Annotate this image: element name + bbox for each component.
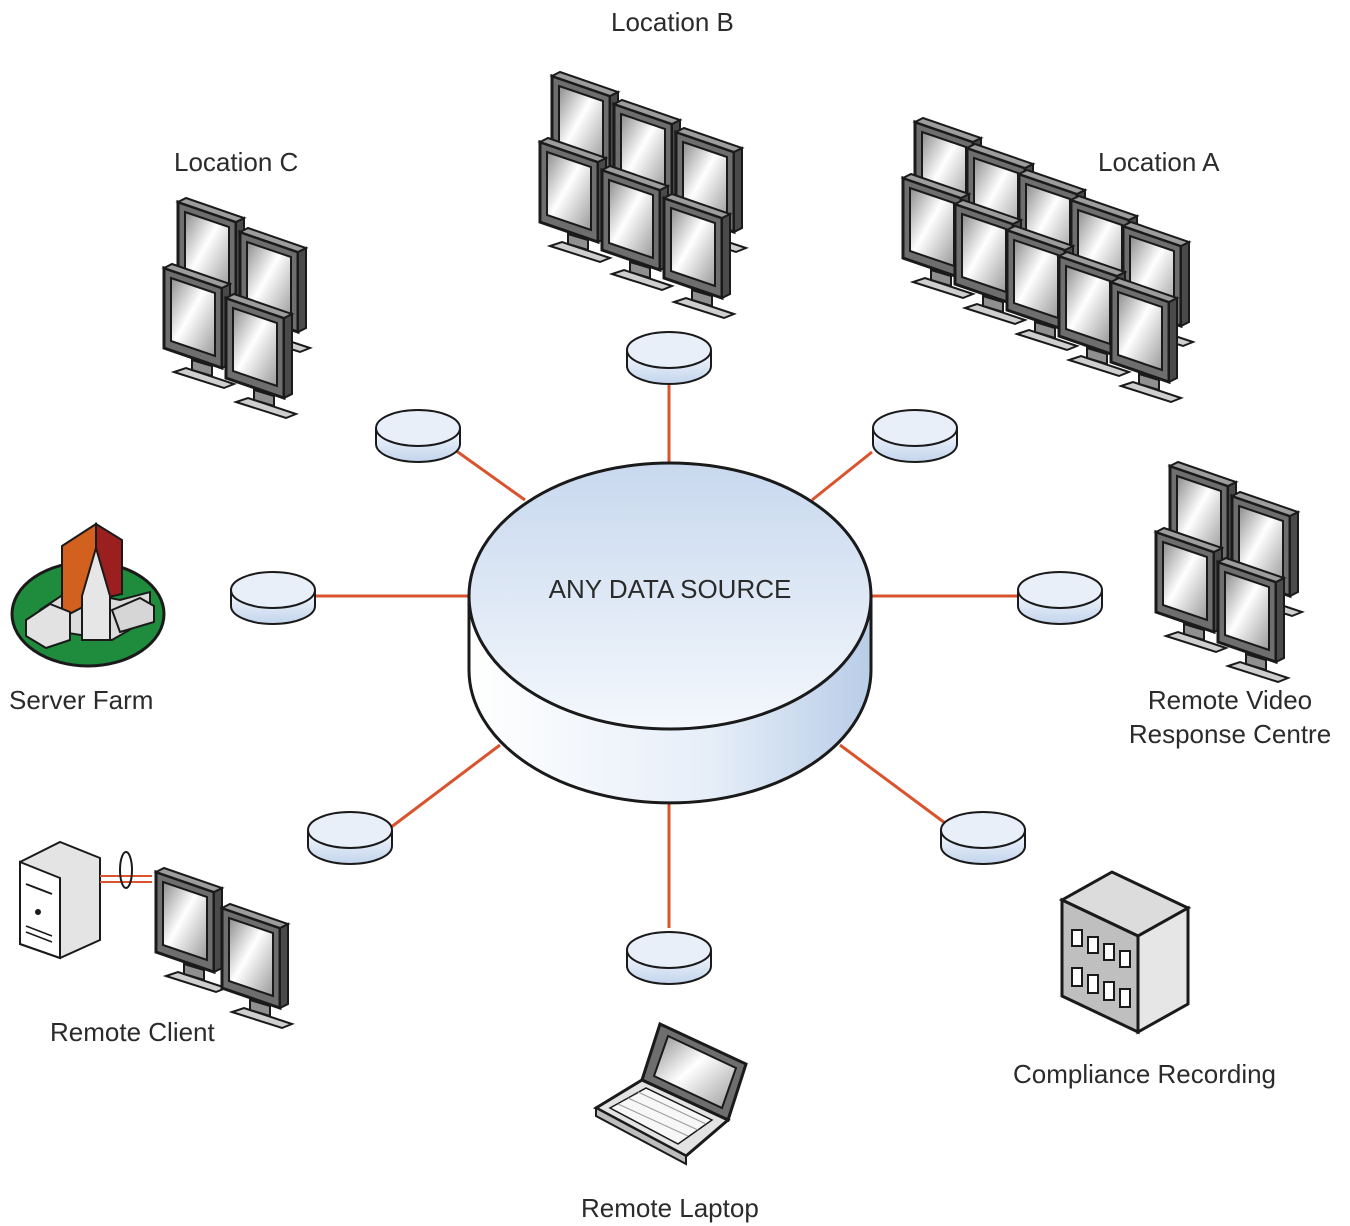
remote-video-label-line1: Remote Video [1147, 685, 1313, 715]
network-node-disk-icon [1017, 571, 1103, 625]
remote-client-label: Remote Client [50, 1017, 215, 1047]
network-node-disk-icon [307, 811, 393, 865]
network-node-disk-icon [940, 811, 1026, 865]
network-node-disk-icon [230, 571, 316, 625]
link-remote-client [389, 743, 501, 830]
remote-video-label: Remote Video Response Centre [1112, 684, 1348, 752]
network-node-disk-icon [626, 931, 712, 985]
remote-video-label-line2: Response Centre [1128, 718, 1332, 749]
tower-pc-with-monitors-icon [19, 840, 294, 1030]
link-location-a [811, 450, 873, 502]
remote-laptop-label: Remote Laptop [581, 1193, 759, 1223]
monitor-wall-icon [162, 196, 312, 420]
links [315, 385, 1018, 928]
database-cylinder-icon [467, 461, 873, 805]
compliance-recording-label: Compliance Recording [1013, 1059, 1277, 1089]
center-label: ANY DATA SOURCE [548, 574, 792, 604]
link-location-c [454, 448, 526, 502]
location-a-label: Location A [1098, 147, 1220, 177]
campus-building-icon [10, 522, 166, 668]
monitor-wall-icon [538, 70, 748, 320]
network-node-disk-icon [375, 409, 461, 463]
network-node-disk-icon [626, 331, 712, 385]
office-building-icon [1058, 870, 1192, 1035]
server-farm-label: Server Farm [9, 685, 154, 715]
network-node-disk-icon [872, 409, 958, 463]
link-compliance [839, 743, 946, 825]
location-b-label: Location B [611, 7, 734, 37]
laptop-icon [592, 1021, 748, 1166]
location-c-label: Location C [174, 147, 299, 177]
monitor-wall-icon [1154, 460, 1304, 684]
